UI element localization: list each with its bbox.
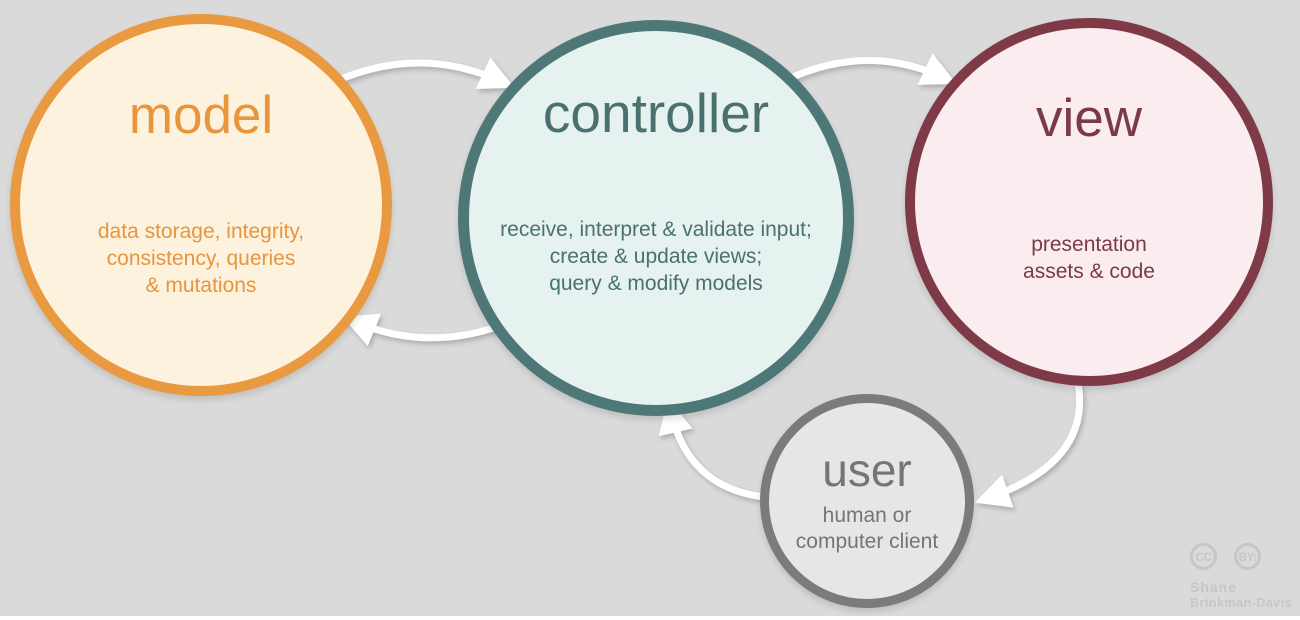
arrow-controller-to-view bbox=[784, 53, 957, 85]
bottom-edge-strip bbox=[0, 616, 1300, 620]
license-badges: CC BY: bbox=[1190, 543, 1292, 570]
node-controller: controller receive, interpret & validate… bbox=[458, 20, 854, 416]
view-description: presentation assets & code bbox=[1023, 233, 1155, 283]
arrow-view-to-user bbox=[974, 382, 1084, 508]
user-description: human or computer client bbox=[795, 504, 939, 553]
arrow-model-to-controller bbox=[332, 57, 515, 90]
by-license-icon: BY: bbox=[1234, 543, 1261, 570]
view-label: view bbox=[1035, 89, 1143, 148]
user-label: user bbox=[822, 444, 912, 496]
author-first-name: Shane bbox=[1190, 579, 1238, 595]
model-label: model bbox=[128, 86, 274, 145]
node-user: user human or computer client bbox=[760, 394, 974, 608]
node-model: model data storage, integrity, consisten… bbox=[10, 14, 392, 396]
author-last-name: Brinkman-Davis bbox=[1190, 596, 1293, 610]
license-attribution: CC BY: Shane Brinkman-Davis bbox=[1190, 543, 1292, 610]
cc-license-icon: CC bbox=[1190, 543, 1217, 570]
arrow-controller-to-model bbox=[342, 313, 504, 347]
arrow-user-to-controller bbox=[658, 398, 764, 501]
model-description: data storage, integrity, consistency, qu… bbox=[97, 220, 305, 297]
controller-label: controller bbox=[542, 82, 770, 144]
node-view: view presentation assets & code bbox=[905, 18, 1273, 386]
controller-description: receive, interpret & validate input; cre… bbox=[500, 218, 812, 295]
